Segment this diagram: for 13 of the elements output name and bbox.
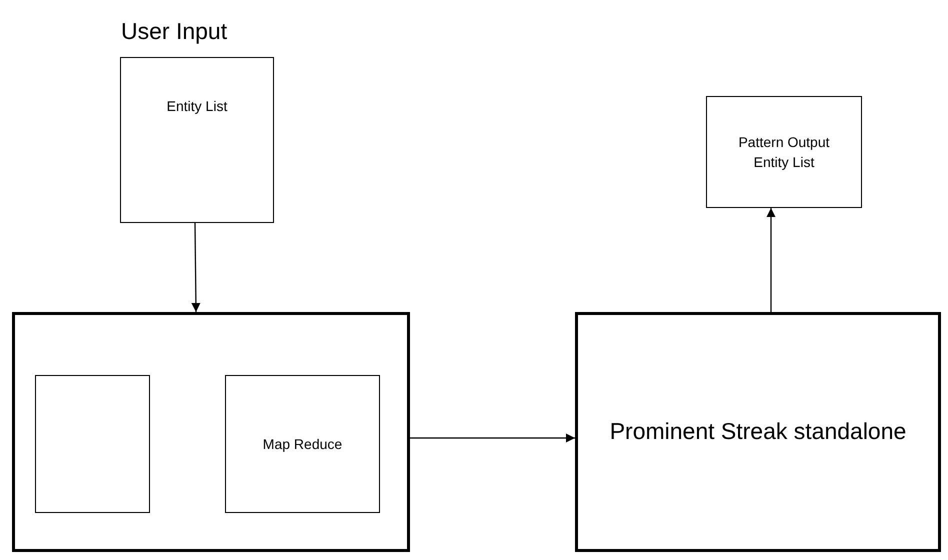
process-box <box>225 375 380 513</box>
node-label: Map Reduce <box>262 434 342 454</box>
heading: User Input <box>121 18 228 45</box>
process-box <box>575 312 941 552</box>
empty-box <box>12 312 410 552</box>
arrow <box>766 208 776 312</box>
node-label: Pattern Output Entity List <box>737 132 831 172</box>
node-label: Entity List <box>166 97 228 116</box>
arrow <box>410 434 575 442</box>
empty-box <box>35 375 150 513</box>
arrow <box>191 223 200 312</box>
output-box <box>706 96 862 208</box>
node-label: Prominent Streak standalone <box>610 417 906 446</box>
